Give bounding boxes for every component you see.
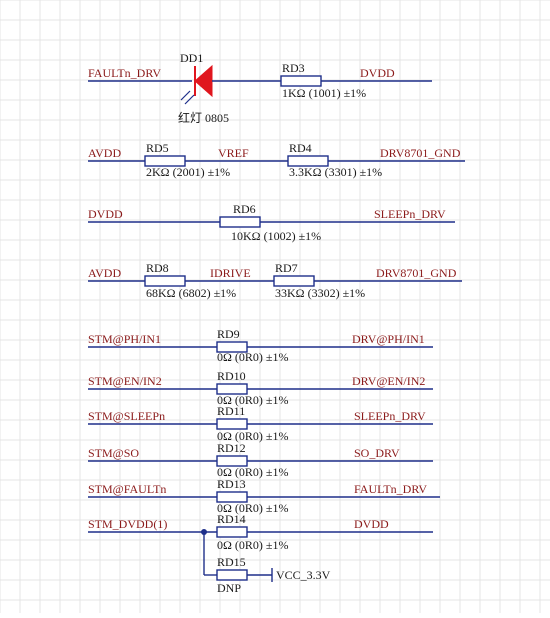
resistor-rd6[interactable]: [219, 216, 261, 228]
row-fault-led: FAULTn_DRV DD1 红灯 0805 RD3 1KΩ (1001) ±1…: [88, 51, 432, 125]
resistor-value: 68KΩ (6802) ±1%: [146, 286, 236, 300]
resistor-value: 10KΩ (1002) ±1%: [231, 229, 321, 243]
led-emission-arrow: [184, 94, 195, 105]
resistor-ref: RD15: [217, 555, 246, 569]
resistor-rd8[interactable]: [144, 275, 186, 287]
row-ph-in1: STM@PH/IN1 RD9 0Ω (0R0) ±1% DRV@PH/IN1: [88, 327, 433, 364]
row-sleep: DVDD RD6 10KΩ (1002) ±1% SLEEPn_DRV: [88, 202, 455, 243]
net-label-drv-en-in2: DRV@EN/IN2: [352, 374, 425, 388]
row-so: STM@SO RD12 0Ω (0R0) ±1% SO_DRV: [88, 441, 433, 479]
net-label-stm-en-in2: STM@EN/IN2: [88, 374, 162, 388]
row-faultn: STM@FAULTn RD13 0Ω (0R0) ±1% FAULTn_DRV: [88, 477, 440, 515]
net-label-drv8701-gnd: DRV8701_GND: [376, 266, 457, 280]
net-label-idrive: IDRIVE: [210, 266, 251, 280]
resistor-ref: RD7: [275, 261, 298, 275]
resistor-ref: RD8: [146, 261, 169, 275]
net-label-faultn-drv: FAULTn_DRV: [88, 66, 161, 80]
net-label-avdd: AVDD: [88, 266, 121, 280]
net-label-stm-so: STM@SO: [88, 446, 139, 460]
led-dd1[interactable]: DD1 红灯 0805: [178, 51, 229, 125]
resistor-ref: RD4: [289, 141, 312, 155]
row-stm-dvdd: STM_DVDD(1) RD14 0Ω (0R0) ±1% DVDD RD15 …: [88, 512, 433, 595]
resistor-rd14[interactable]: [216, 526, 248, 538]
resistor-rd7[interactable]: [273, 275, 315, 287]
net-label-dvdd: DVDD: [88, 207, 123, 221]
resistor-value: 0Ω (0R0) ±1%: [217, 393, 289, 407]
diode-symbol: [194, 64, 213, 98]
resistor-ref: RD3: [282, 61, 305, 75]
net-label-drv-ph-in1: DRV@PH/IN1: [352, 332, 425, 346]
power-port-vcc-3v3: VCC_3.3V: [276, 568, 331, 582]
net-label-sleepn-drv: SLEEPn_DRV: [374, 207, 446, 221]
led-emission-arrow: [180, 90, 191, 101]
net-label-stm-dvdd: STM_DVDD(1): [88, 517, 167, 531]
resistor-ref: RD5: [146, 141, 169, 155]
net-label-so-drv: SO_DRV: [354, 446, 400, 460]
net-label-dvdd: DVDD: [354, 517, 389, 531]
resistor-rd11[interactable]: [216, 418, 248, 430]
resistor-value: 0Ω (0R0) ±1%: [217, 465, 289, 479]
resistor-ref: RD12: [217, 441, 246, 455]
resistor-value: 0Ω (0R0) ±1%: [217, 538, 289, 552]
diode-note: 红灯 0805: [178, 110, 229, 125]
net-label-faultn-drv: FAULTn_DRV: [354, 482, 427, 496]
resistor-ref: RD11: [217, 404, 245, 418]
net-label-stm-ph-in1: STM@PH/IN1: [88, 332, 161, 346]
resistor-ref: RD10: [217, 369, 246, 383]
resistor-ref: RD6: [233, 202, 256, 216]
net-label-drv8701-gnd: DRV8701_GND: [380, 146, 461, 160]
resistor-value: DNP: [217, 581, 241, 595]
diode-ref: DD1: [180, 51, 203, 65]
net-label-vref: VREF: [218, 146, 249, 160]
row-en-in2: STM@EN/IN2 RD10 0Ω (0R0) ±1% DRV@EN/IN2: [88, 369, 433, 407]
net-label-stm-sleepn: STM@SLEEPn: [88, 409, 165, 423]
net-label-dvdd: DVDD: [360, 66, 395, 80]
resistor-ref: RD14: [217, 512, 246, 526]
resistor-value: 2KΩ (2001) ±1%: [146, 165, 230, 179]
resistor-ref: RD13: [217, 477, 246, 491]
resistor-value: 0Ω (0R0) ±1%: [217, 429, 289, 443]
resistor-rd15[interactable]: [216, 569, 248, 581]
resistor-ref: RD9: [217, 327, 240, 341]
resistor-value: 0Ω (0R0) ±1%: [217, 501, 289, 515]
resistor-value: 33KΩ (3302) ±1%: [275, 286, 365, 300]
net-label-sleepn-drv: SLEEPn_DRV: [354, 409, 426, 423]
resistor-value: 1KΩ (1001) ±1%: [282, 86, 366, 100]
net-label-stm-faultn: STM@FAULTn: [88, 482, 166, 496]
net-label-avdd: AVDD: [88, 146, 121, 160]
resistor-value: 3.3KΩ (3301) ±1%: [289, 165, 382, 179]
row-vref: AVDD RD5 2KΩ (2001) ±1% VREF RD4 3.3KΩ (…: [88, 141, 465, 179]
resistor-rd3[interactable]: [280, 75, 322, 87]
row-idrive: AVDD RD8 68KΩ (6802) ±1% IDRIVE RD7 33KΩ…: [88, 261, 462, 300]
row-sleepn: STM@SLEEPn RD11 0Ω (0R0) ±1% SLEEPn_DRV: [88, 404, 433, 443]
resistor-value: 0Ω (0R0) ±1%: [217, 350, 289, 364]
